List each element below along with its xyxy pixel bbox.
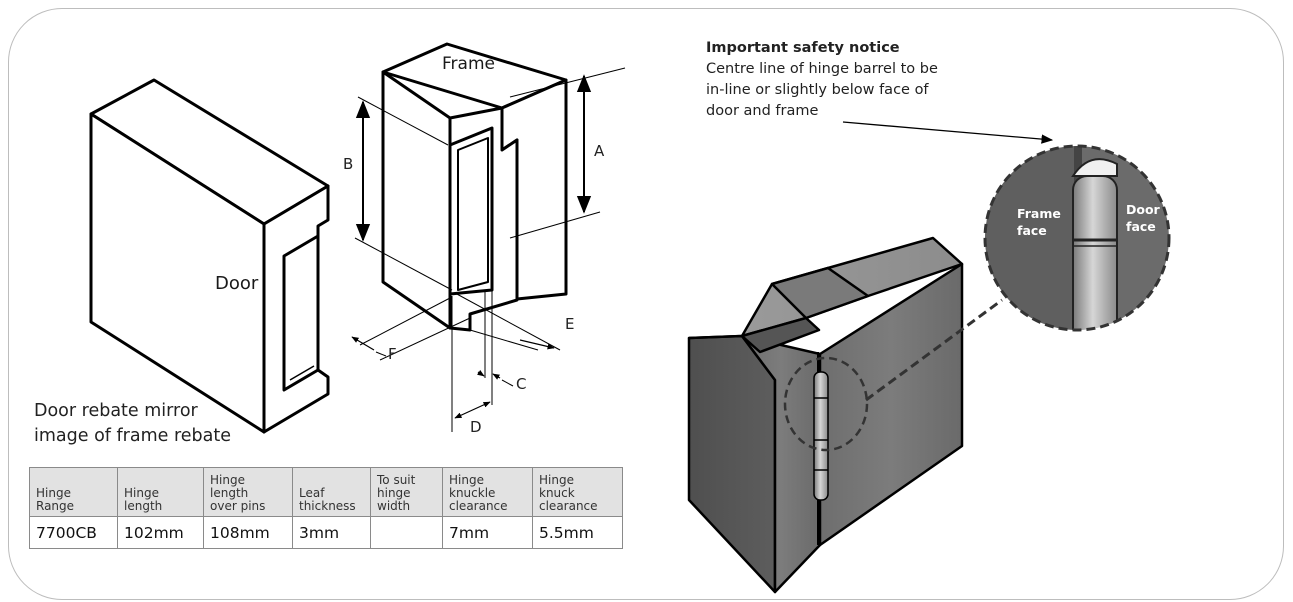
rebate-caption: Door rebate mirror image of frame rebate [34,399,231,449]
notice-line: door and frame [706,103,819,119]
dimension-label-c: C [516,375,527,393]
table-cell [370,516,443,549]
table-cell: 7mm [442,516,533,549]
frame-label: Frame [442,54,495,74]
diagram-panel [8,8,1284,600]
notice-title: Important safety notice [706,40,900,56]
dimension-label-b: B [343,155,354,173]
table-cell: 5.5mm [532,516,623,549]
caption-line: Door rebate mirror [34,401,198,421]
table-cell: 7700CB [29,516,118,549]
dimension-label-d: D [470,418,482,436]
zoom-detail [985,146,1169,330]
notice-arrow [842,121,1054,144]
dimension-label-e: E [565,315,575,333]
notice-line: in-line or slightly below face of [706,82,929,98]
table-row: 7700CB 102mm 108mm 3mm 7mm 5.5mm [29,516,623,549]
callout-small-circle [783,356,869,452]
callout-connector [865,298,1003,402]
table-cell: 3mm [292,516,371,549]
door-face-label: Door face [1126,202,1160,234]
zoom-circle-outline [983,144,1171,332]
door-drawing [89,78,330,434]
dimension-label-f: F [388,345,397,363]
frame-drawing [381,42,568,332]
notice-line: Centre line of hinge barrel to be [706,61,938,77]
caption-line: image of frame rebate [34,426,231,446]
table-cell: 102mm [117,516,204,549]
frame-face-label: Frame face [1017,206,1061,238]
dimension-label-a: A [594,142,605,160]
door-label: Door [215,273,259,294]
hinge-on-model [813,371,829,501]
safety-notice: Important safety notice Centre line of h… [706,38,938,122]
table-cell: 108mm [203,516,293,549]
dimension-lines [351,67,626,432]
